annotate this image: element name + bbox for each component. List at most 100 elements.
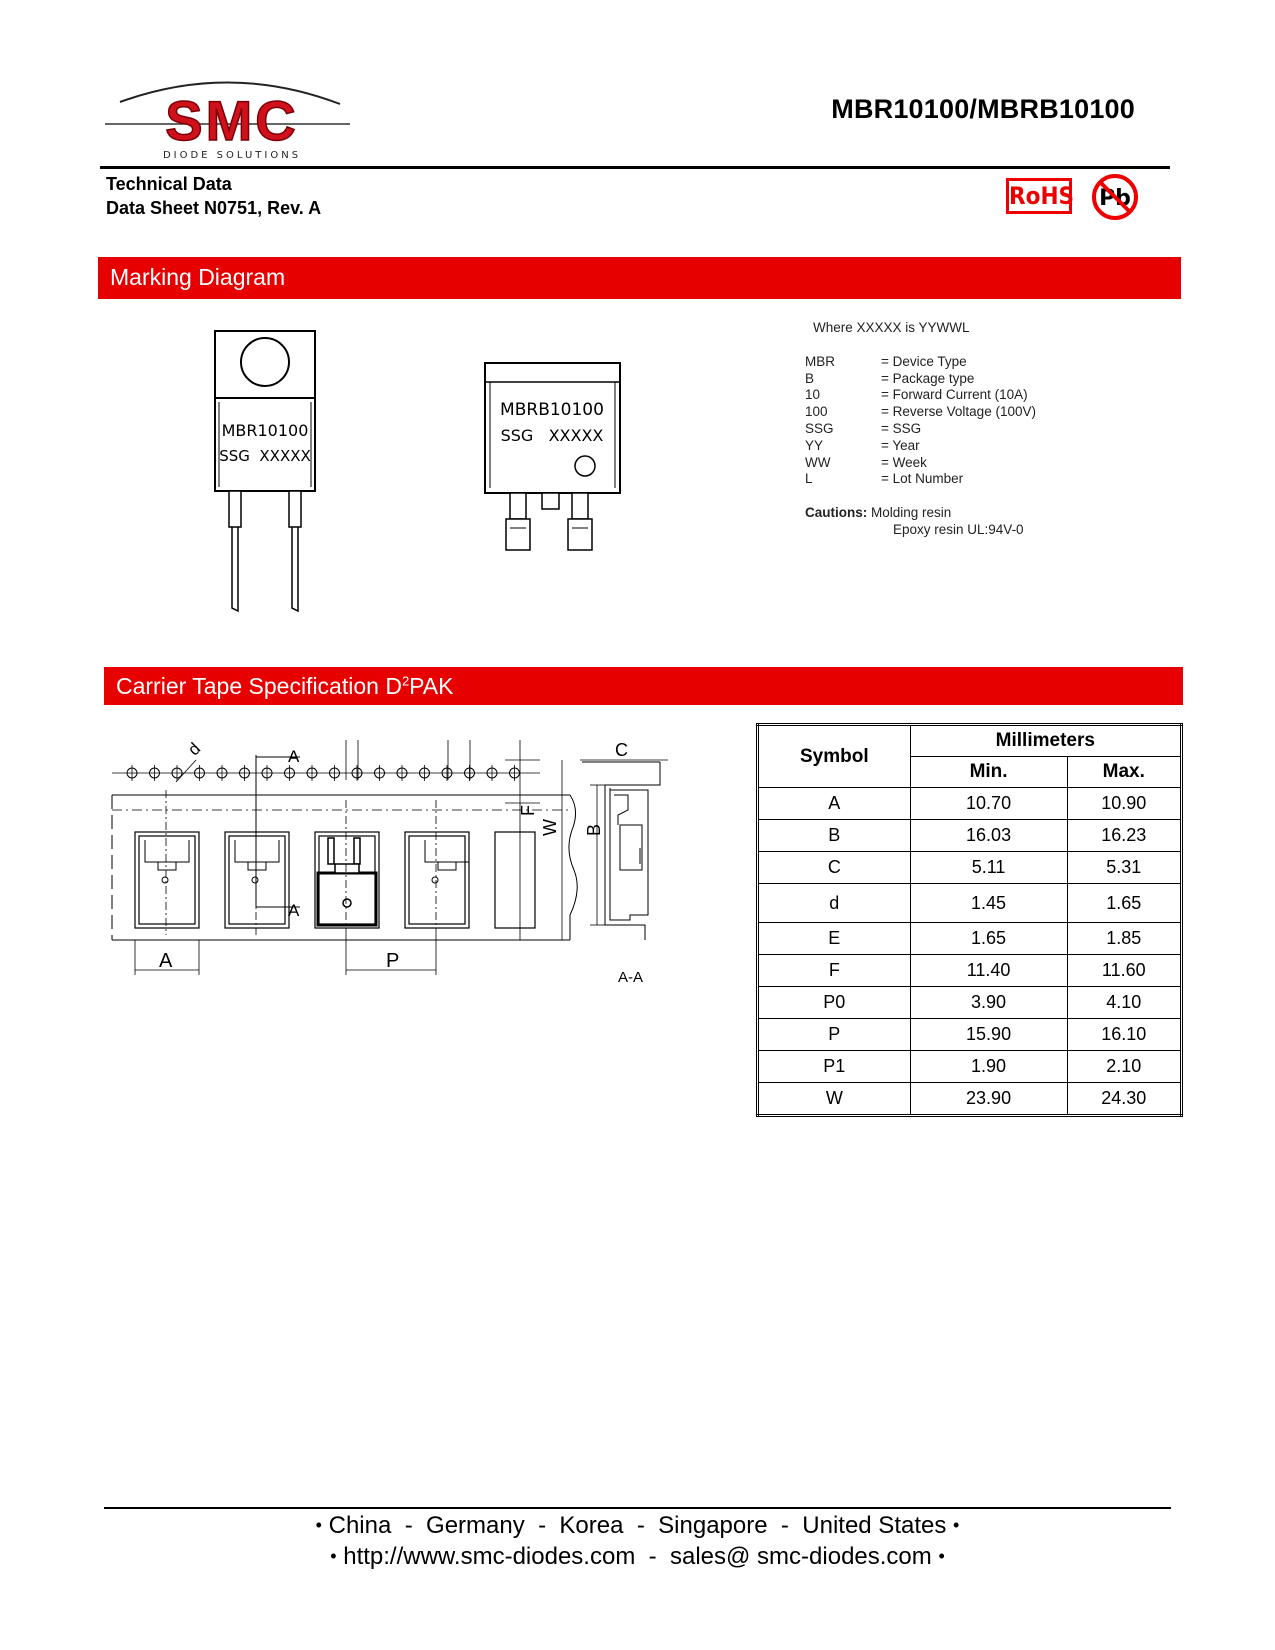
to220-marking-line1: MBR10100 xyxy=(222,421,309,440)
legend-row: 10 = Forward Current (10A) xyxy=(805,387,1036,404)
legend-row: SSG= SSG xyxy=(805,421,1036,438)
legend-row: L = Lot Number xyxy=(805,471,1036,488)
col-max-header: Max. xyxy=(1066,756,1182,788)
footer-locations: • China - Germany - Korea - Singapore - … xyxy=(0,1512,1275,1540)
marking-where-text: Where XXXXX is YYWWL xyxy=(813,320,970,335)
legend-key: MBR xyxy=(805,353,835,369)
footer-contact: • http://www.smc-diodes.com - sales@ smc… xyxy=(0,1543,1275,1571)
legend-row: B= Package type xyxy=(805,371,1036,388)
legend-desc: = Forward Current (10A) xyxy=(881,387,1028,403)
separator: - xyxy=(648,1543,657,1570)
col-symbol-header: Symbol xyxy=(757,724,911,788)
carrier-title-sup: 2 xyxy=(401,673,410,689)
cell-min: 10.70 xyxy=(909,787,1068,820)
table-header-row: Symbol Millimeters xyxy=(757,724,1183,788)
legend-row: YY = Year xyxy=(805,438,1036,455)
cell-symbol: C xyxy=(757,851,911,884)
pb-free-icon: Pb xyxy=(1090,172,1140,222)
location-item: China xyxy=(328,1512,392,1539)
cell-max: 4.10 xyxy=(1066,986,1182,1019)
cell-symbol: A xyxy=(757,787,911,820)
cautions-line2: Epoxy resin UL:94V-0 xyxy=(893,521,1024,537)
section-a-top-label: A xyxy=(288,747,300,766)
cell-min: 1.45 xyxy=(909,883,1068,923)
legend-key: SSG xyxy=(805,420,834,436)
cell-symbol: W xyxy=(757,1082,911,1116)
separator: - xyxy=(404,1512,413,1539)
separator: - xyxy=(780,1512,789,1539)
cell-min: 1.65 xyxy=(909,922,1068,955)
cell-min: 3.90 xyxy=(909,986,1068,1019)
carrier-title-main: Carrier Tape Specification D xyxy=(116,673,402,699)
a-dim-label: A xyxy=(159,950,173,972)
c-label: C xyxy=(615,740,628,760)
legend-table: MBR = Device Type B= Package type 10 = For… xyxy=(805,354,1036,488)
p-dim-label: P xyxy=(386,950,399,972)
legend-key: 100 xyxy=(805,404,828,420)
cell-min: 16.03 xyxy=(909,819,1068,852)
marking-legend: Where XXXXX is YYWWL MBR = Device Type B=… xyxy=(805,320,1036,539)
email-link[interactable]: sales@ smc-diodes.com xyxy=(670,1543,932,1570)
bullet-icon: • xyxy=(938,1546,945,1566)
b-label: B xyxy=(584,824,604,836)
cell-symbol: F xyxy=(757,954,911,987)
aa-label: A-A xyxy=(618,969,643,986)
d-label: d xyxy=(184,740,204,759)
cell-max: 2.10 xyxy=(1066,1050,1182,1083)
legend-key: WW xyxy=(805,454,831,470)
separator: - xyxy=(636,1512,645,1539)
legend-desc: = Lot Number xyxy=(881,471,964,487)
cell-max: 1.65 xyxy=(1066,883,1182,923)
cautions-block: Cautions: Molding resin xyxy=(805,505,1036,522)
cell-min: 23.90 xyxy=(909,1082,1068,1116)
to220-marking-line2: SSG XXXXX xyxy=(219,447,311,465)
cell-min: 5.11 xyxy=(909,851,1068,884)
legend-desc: = Device Type xyxy=(881,353,967,369)
d2pak-package-drawing: MBRB10100 SSG XXXXX xyxy=(482,360,627,565)
location-item: Singapore xyxy=(658,1512,768,1539)
bullet-icon: • xyxy=(315,1515,322,1535)
cell-max: 5.31 xyxy=(1066,851,1182,884)
w-label: W xyxy=(540,819,560,836)
cell-symbol: P0 xyxy=(757,986,911,1019)
cell-min: 1.90 xyxy=(909,1050,1068,1083)
cell-max: 16.10 xyxy=(1066,1018,1182,1051)
doc-number: Data Sheet N0751, Rev. A xyxy=(106,198,322,218)
f-label: F xyxy=(518,805,538,816)
cell-symbol: d xyxy=(757,883,911,923)
logo-brand: SMC xyxy=(165,89,298,152)
d2pak-marking-line2: SSG XXXXX xyxy=(501,426,604,445)
cell-symbol: P1 xyxy=(757,1050,911,1083)
separator: - xyxy=(538,1512,547,1539)
location-item: Korea xyxy=(559,1512,624,1539)
bullet-icon: • xyxy=(330,1546,337,1566)
legend-key: L xyxy=(805,471,813,487)
legend-row: WW = Week xyxy=(805,455,1036,472)
legend-desc: = Week xyxy=(881,454,927,470)
carrier-title-tail: PAK xyxy=(409,673,454,699)
website-link[interactable]: http://www.smc-diodes.com xyxy=(343,1543,636,1570)
legend-key: YY xyxy=(805,437,824,453)
d2pak-marking-line1: MBRB10100 xyxy=(500,400,604,420)
legend-row: MBR = Device Type xyxy=(805,354,1036,371)
cell-max: 24.30 xyxy=(1066,1082,1182,1116)
legend-row: 100= Reverse Voltage (100V) xyxy=(805,404,1036,421)
sprocket-holes xyxy=(112,765,540,781)
cell-max: 10.90 xyxy=(1066,787,1182,820)
col-group-header: Millimeters xyxy=(909,724,1183,757)
carrier-section-header: Carrier Tape Specification D2PAK xyxy=(104,667,1183,705)
legend-key: 10 xyxy=(805,387,821,403)
logo-tagline: DIODE SOLUTIONS xyxy=(163,150,301,161)
cautions-label: Cautions: xyxy=(805,505,868,521)
rohs-badge: RoHS xyxy=(1006,178,1074,214)
cautions-line1: Molding resin xyxy=(871,505,952,521)
legend-desc: = Year xyxy=(881,437,920,453)
doc-type: Technical Data xyxy=(106,174,232,194)
